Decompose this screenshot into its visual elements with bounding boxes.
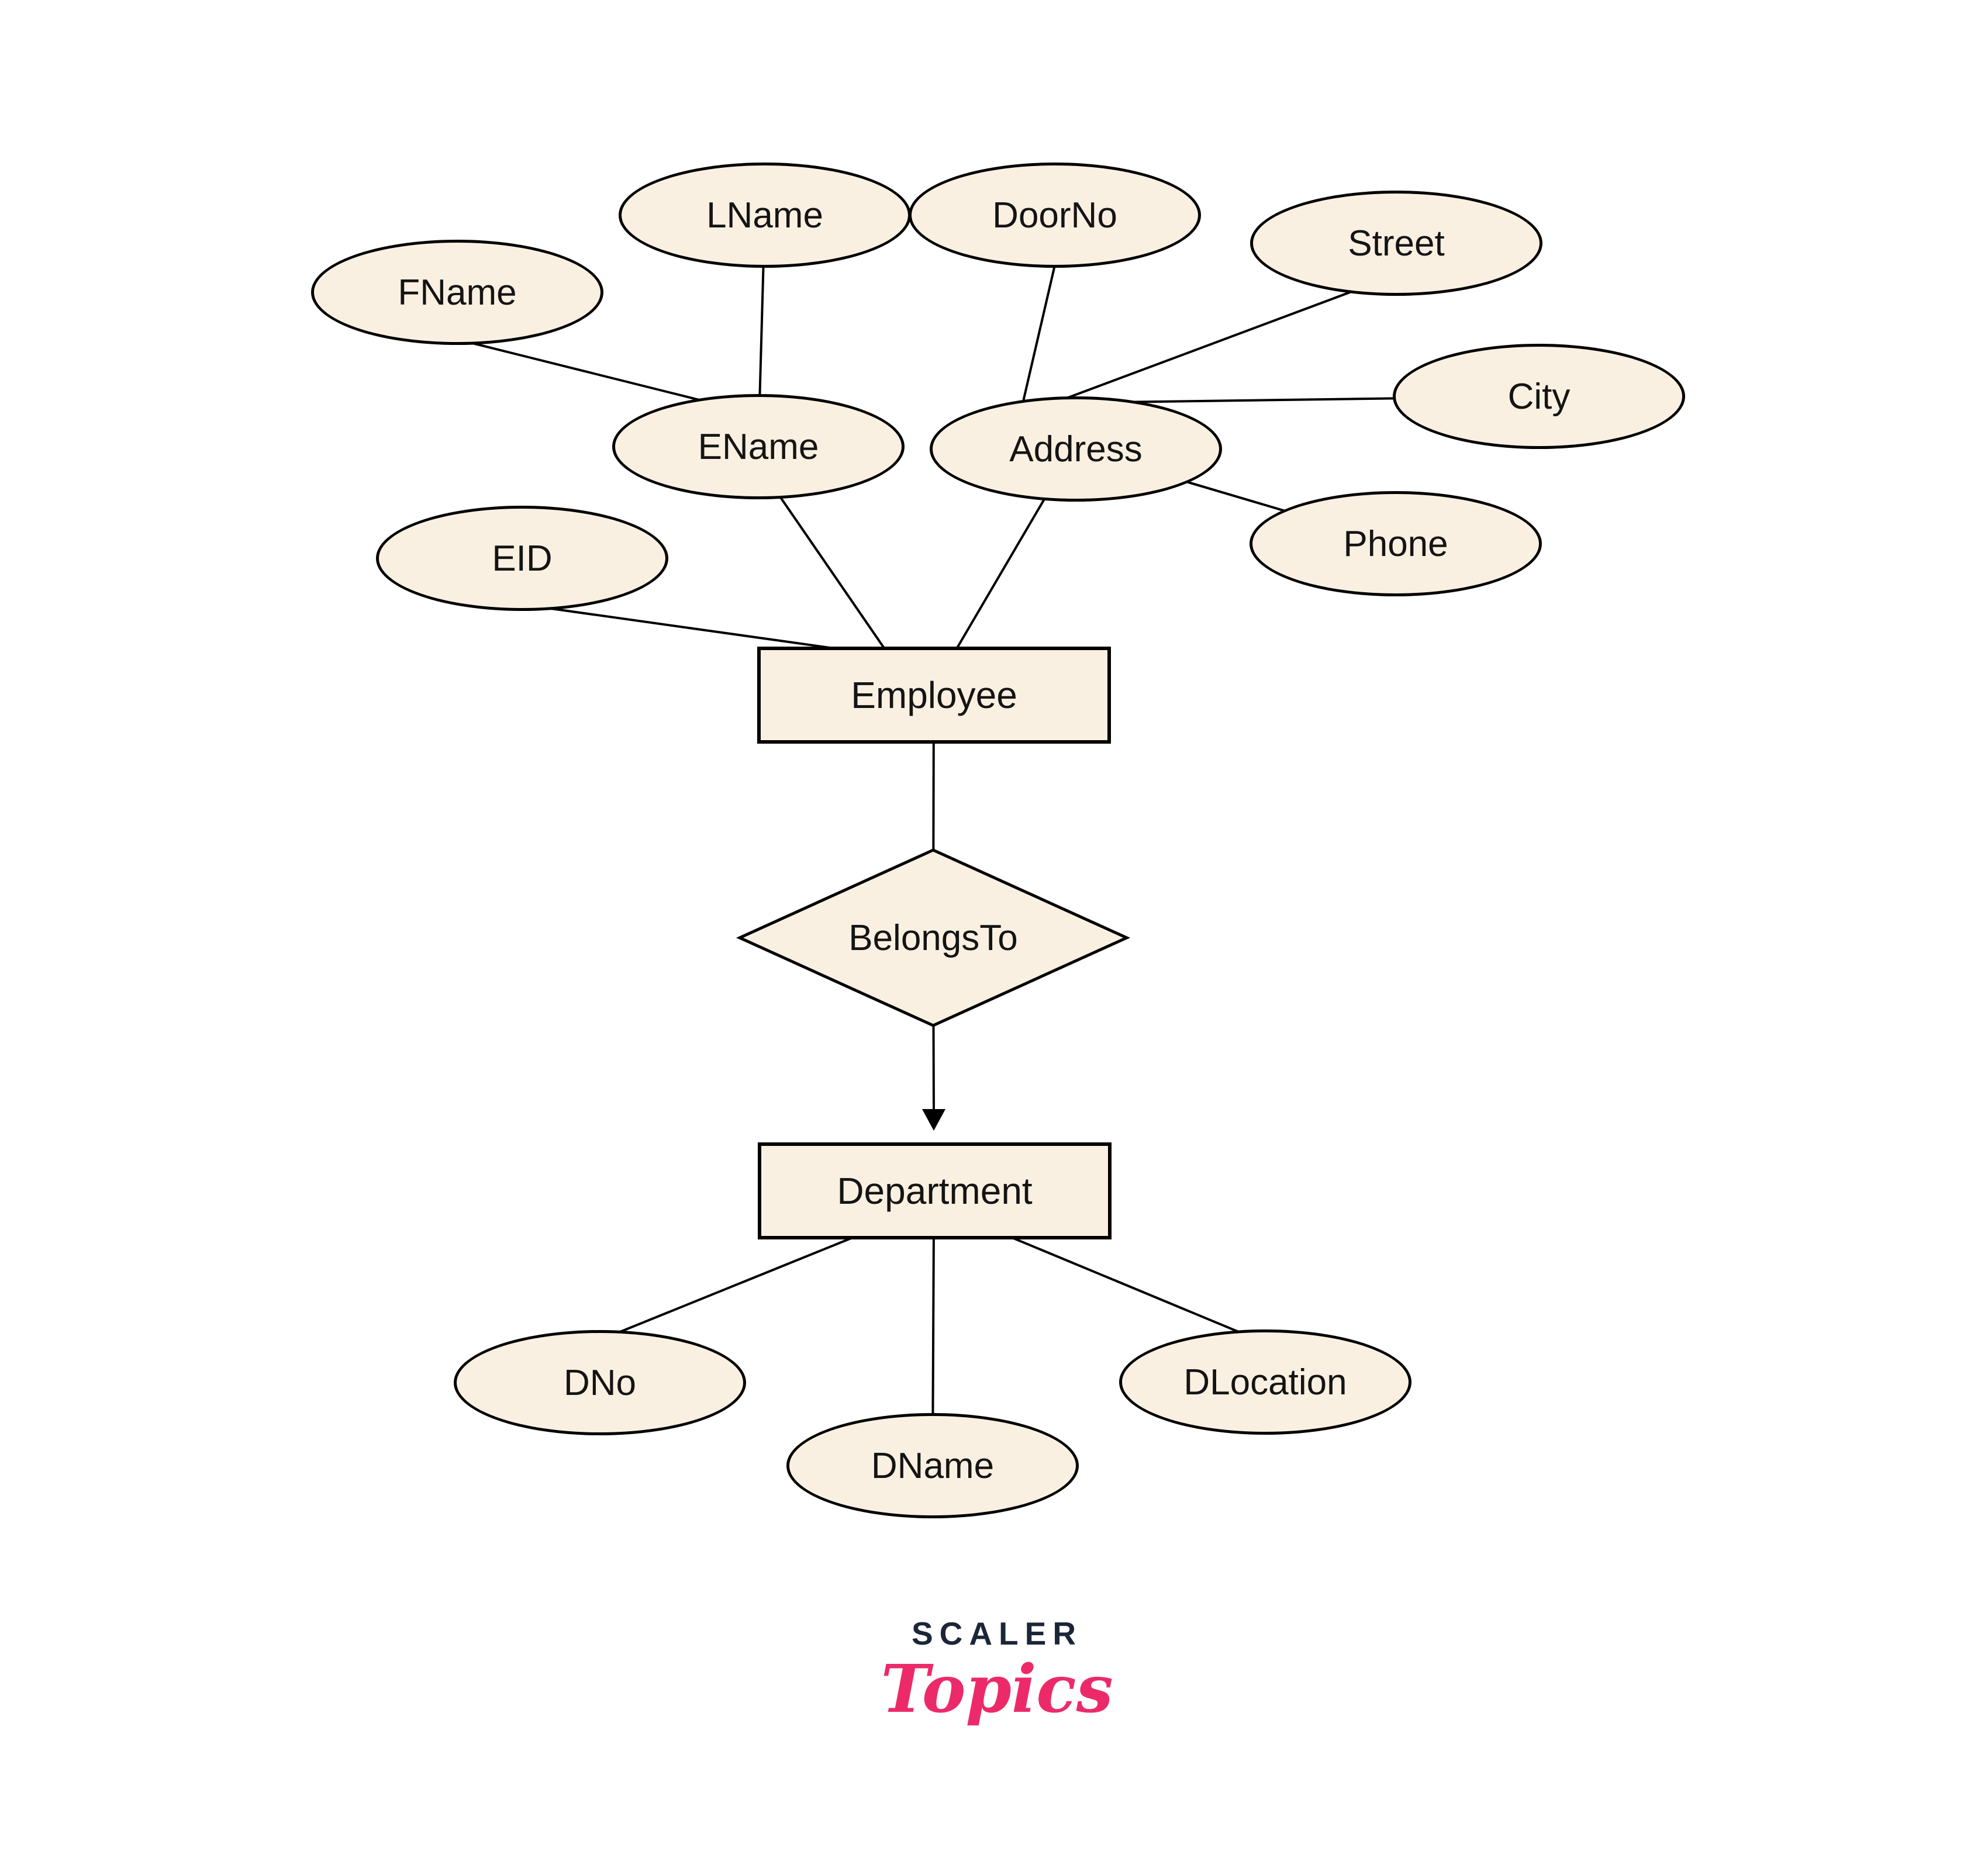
attribute-ellipse-dlocation: DLocation [1119, 1329, 1411, 1435]
attribute-ellipse-street: Street [1250, 191, 1542, 296]
relationship-belongsto: BelongsTo [758, 891, 1109, 985]
entity-employee: Employee [757, 647, 1111, 744]
attribute-label-ename: EName [698, 426, 819, 467]
attribute-label-street: Street [1348, 223, 1445, 264]
connector-eid-employee [526, 604, 860, 653]
attribute-label-city: City [1507, 376, 1571, 417]
logo-brand-text: SCALER [911, 1615, 1083, 1652]
attribute-ellipse-ename: EName [612, 394, 905, 499]
attribute-ellipse-eid: EID [376, 506, 668, 611]
connector-ename-employee [759, 467, 890, 656]
attribute-label-dname: DName [871, 1445, 995, 1486]
attribute-ellipse-phone: Phone [1250, 491, 1542, 596]
attribute-ellipse-doorno: DoorNo [909, 163, 1201, 268]
connector-fname-ename [467, 341, 737, 410]
connector-department-dlocation [988, 1227, 1259, 1341]
attribute-label-fname: FName [398, 272, 517, 313]
attribute-ellipse-fname: FName [311, 240, 603, 345]
attribute-label-address: Address [1009, 429, 1143, 469]
attribute-ellipse-lname: LName [619, 163, 911, 268]
entity-label-employee: Employee [851, 674, 1017, 716]
logo-wordmark-text: Topics [881, 1651, 1113, 1728]
entity-department: Department [758, 1142, 1112, 1239]
attribute-label-lname: LName [706, 195, 823, 236]
relationship-label-belongsto: BelongsTo [848, 917, 1018, 958]
attribute-label-dno: DNo [563, 1362, 637, 1403]
connector-department-dno [599, 1227, 878, 1341]
attribute-label-dlocation: DLocation [1183, 1362, 1347, 1403]
attribute-ellipse-city: City [1393, 344, 1685, 449]
attribute-label-eid: EID [492, 538, 553, 579]
attribute-label-doorno: DoorNo [992, 195, 1117, 236]
connector-doorno-address [1021, 260, 1057, 407]
scaler-topics-logo: SCALER Topics [822, 1615, 1172, 1725]
attribute-ellipse-dno: DNo [454, 1330, 746, 1435]
connector-street-address [1052, 286, 1363, 405]
entity-label-department: Department [837, 1170, 1033, 1212]
connector-address-employee [952, 484, 1054, 656]
attribute-ellipse-address: Address [930, 396, 1222, 502]
attribute-label-phone: Phone [1343, 523, 1448, 564]
belongsto-diamond-shape [736, 848, 1131, 1027]
arrowhead-to-department [922, 1109, 945, 1131]
attribute-ellipse-dname: DName [786, 1413, 1079, 1518]
